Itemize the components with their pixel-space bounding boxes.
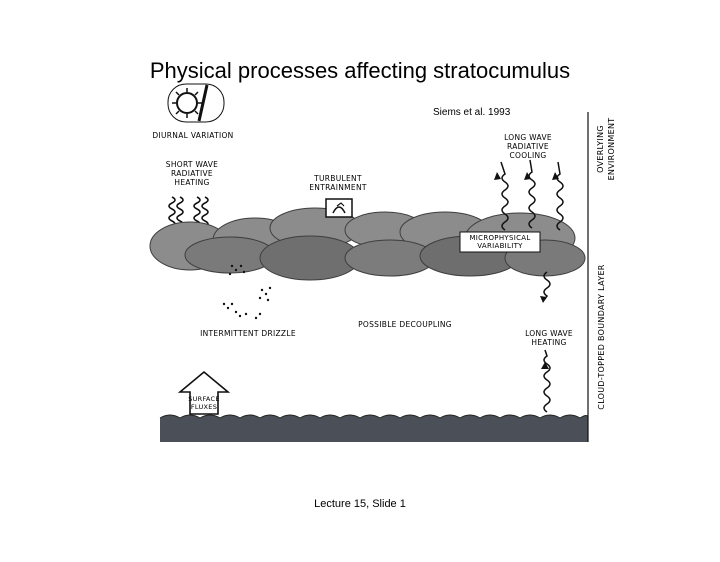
label-turbulent-entrainment: TURBULENT ENTRAINMENT	[309, 174, 367, 192]
microphysical-box	[459, 231, 541, 253]
label-microphysical-variability: MICROPHYSICAL VARIABILITY	[469, 234, 531, 250]
ocean-surface	[159, 414, 589, 442]
label-possible-decoupling: POSSIBLE DECOUPLING	[358, 320, 452, 329]
label-longwave-cooling: LONG WAVE RADIATIVE COOLING	[504, 133, 552, 160]
label-diurnal-variation: DIURNAL VARIATION	[152, 131, 234, 140]
longwave-cooling-coils	[500, 159, 564, 231]
sun-moon-icon	[167, 83, 225, 123]
surface-fluxes-arrow-icon	[177, 370, 231, 415]
arrowheads-up	[494, 172, 559, 180]
label-cloud-topped-boundary-layer: CLOUD-TOPPED BOUNDARY LAYER	[597, 264, 606, 410]
entrainment-box-icon	[325, 198, 353, 218]
slide-title: Physical processes affecting stratocumul…	[149, 58, 571, 83]
label-overlying-environment: OVERLYING ENVIRONMENT	[596, 117, 616, 181]
citation: Siems et al. 1993	[433, 107, 511, 118]
label-intermittent-drizzle: INTERMITTENT DRIZZLE	[200, 329, 296, 338]
longwave-heating-coils	[543, 271, 551, 413]
slide-footer: Lecture 15, Slide 1	[314, 498, 406, 510]
label-shortwave-heating: SHORT WAVE RADIATIVE HEATING	[165, 160, 219, 187]
label-surface-fluxes: SURFACE FLUXES	[188, 395, 220, 411]
label-longwave-heating: LONG WAVE HEATING	[525, 329, 573, 347]
drizzle-drops	[222, 264, 272, 320]
